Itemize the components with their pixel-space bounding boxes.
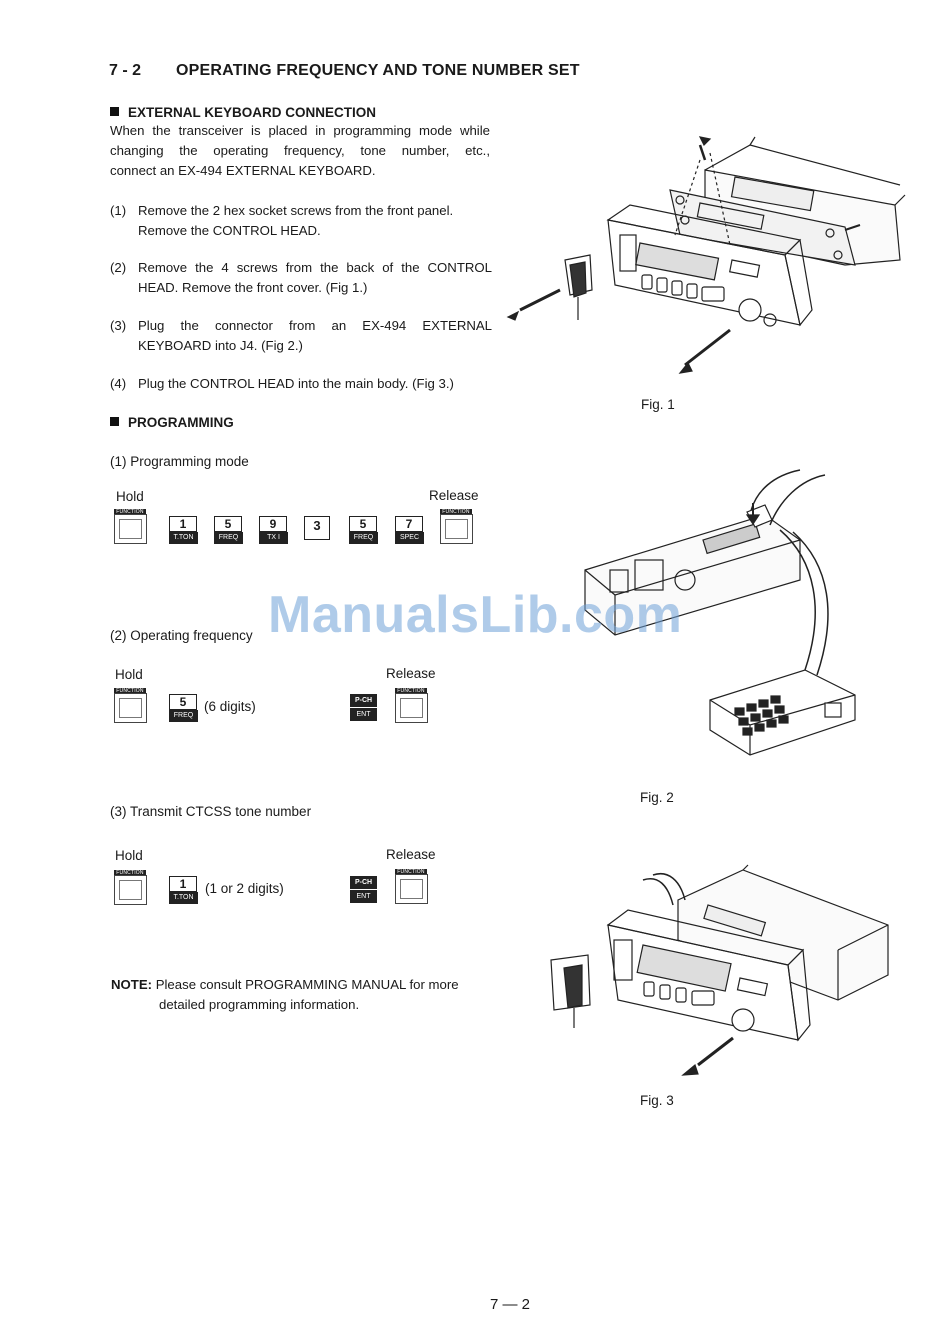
function-key-tag: FUNCTION <box>114 688 146 695</box>
key-label: 9 <box>259 516 287 532</box>
intro-line-3: connect an EX-494 EXTERNAL KEYBOARD. <box>110 163 376 178</box>
step-2-line-2: HEAD. Remove the front cover. (Fig 1.) <box>138 280 368 295</box>
fig1-label: Fig. 1 <box>641 397 675 412</box>
programming-mode-title: (1) Programming mode <box>110 454 249 469</box>
ctcss-title: (3) Transmit CTCSS tone number <box>110 804 312 819</box>
watermark: ManualsLib.com <box>268 586 683 644</box>
key-label: 5 <box>349 516 377 532</box>
note-label: NOTE: <box>111 977 153 992</box>
step-4-number: (4) <box>110 376 127 391</box>
key-label: 1 <box>169 516 197 532</box>
function-key-tag: FUNCTION <box>395 688 427 695</box>
step-2: (2) Remove the 4 screws from the back of… <box>110 258 492 295</box>
section-title: OPERATING FREQUENCY AND TONE NUMBER SET <box>176 62 580 79</box>
operating-frequency-title: (2) Operating frequency <box>110 628 253 643</box>
fig2-illustration <box>584 469 856 756</box>
function-key-release: FUNCTION <box>440 509 474 544</box>
key-5-freq-2: 5 FREQ <box>349 516 383 550</box>
bullet-square-icon <box>110 107 119 116</box>
step-3-line-1: Plug the connector from an EX-494 EXTERN… <box>138 318 492 333</box>
key-9-txi: 9 TX I <box>259 516 293 550</box>
step-1-line-1: Remove the 2 hex socket screws from the … <box>138 203 454 218</box>
key-label: P-CH <box>350 694 377 707</box>
step-1-number: (1) <box>110 203 127 218</box>
note-line-1: Please consult PROGRAMMING MANUAL for mo… <box>155 977 459 992</box>
function-key-release: FUNCTION <box>395 688 429 723</box>
fig3-label: Fig. 3 <box>640 1093 674 1108</box>
key-3: 3 <box>304 516 330 540</box>
programming-note: NOTE: Please consult PROGRAMMING MANUAL … <box>111 975 501 1015</box>
key-sublabel: FREQ <box>214 532 243 544</box>
step-1: (1) Remove the 2 hex socket screws from … <box>110 201 492 238</box>
key-sublabel: ENT <box>350 708 377 721</box>
key-1-tton: 1 T.TON <box>169 516 203 550</box>
pch-ent-key: P-CH ENT <box>350 876 384 910</box>
fig1-illustration <box>506 136 906 374</box>
key-sublabel: TX I <box>259 532 288 544</box>
key-label: 7 <box>395 516 423 532</box>
key-5-freq: 5 FREQ <box>214 516 248 550</box>
step-1-line-2: Remove the CONTROL HEAD. <box>138 223 321 238</box>
section-number: 7 - 2 <box>109 62 142 79</box>
key-sublabel: SPEC <box>395 532 424 544</box>
step-3-number: (3) <box>110 318 127 333</box>
programming-heading: PROGRAMMING <box>110 415 234 430</box>
step-2-line-1: Remove the 4 screws from the back of the… <box>138 260 492 275</box>
mode-hold-label: Hold <box>116 489 144 504</box>
fig3-illustration <box>550 864 889 1076</box>
external-intro: When the transceiver is placed in progra… <box>110 121 490 181</box>
key-5-freq: 5 FREQ <box>169 694 203 728</box>
bullet-square-icon <box>110 417 119 426</box>
external-heading-text: EXTERNAL KEYBOARD CONNECTION <box>128 105 377 120</box>
function-key: FUNCTION <box>114 688 148 723</box>
pch-ent-key: P-CH ENT <box>350 694 384 728</box>
step-2-number: (2) <box>110 260 127 275</box>
function-key-release: FUNCTION <box>395 869 429 904</box>
function-key-tag: FUNCTION <box>114 870 146 877</box>
key-label: 1 <box>169 876 197 892</box>
freq-hold-label: Hold <box>115 667 143 682</box>
step-3-line-2: KEYBOARD into J4. (Fig 2.) <box>138 338 303 353</box>
freq-release-label: Release <box>386 666 436 681</box>
key-sublabel: T.TON <box>169 892 198 904</box>
key-sublabel: T.TON <box>169 532 198 544</box>
step-4: (4) Plug the CONTROL HEAD into the main … <box>110 374 492 394</box>
key-label: 5 <box>214 516 242 532</box>
page-number: 7 — 2 <box>490 1296 531 1313</box>
function-key-tag: FUNCTION <box>395 869 427 876</box>
ctcss-hold-label: Hold <box>115 848 143 863</box>
function-key: FUNCTION <box>114 870 148 905</box>
key-7-spec: 7 SPEC <box>395 516 429 550</box>
freq-digits-note: (6 digits) <box>204 699 256 714</box>
key-sublabel: ENT <box>350 890 377 903</box>
function-key-tag: FUNCTION <box>114 509 146 516</box>
ctcss-release-label: Release <box>386 847 436 862</box>
step-3: (3) Plug the connector from an EX-494 EX… <box>110 316 492 353</box>
key-label: 5 <box>169 694 197 710</box>
function-key-tag: FUNCTION <box>440 509 472 516</box>
key-sublabel: FREQ <box>169 710 198 722</box>
note-line-2: detailed programming information. <box>159 997 360 1012</box>
mode-release-label: Release <box>429 488 479 503</box>
intro-line-1: When the transceiver is placed in progra… <box>110 123 490 138</box>
intro-line-2: changing the operating frequency, tone n… <box>110 143 490 158</box>
ctcss-digits-note: (1 or 2 digits) <box>205 881 284 896</box>
key-label: P-CH <box>350 876 377 889</box>
key-sublabel: FREQ <box>349 532 378 544</box>
programming-heading-text: PROGRAMMING <box>128 415 234 430</box>
external-keyboard-heading: EXTERNAL KEYBOARD CONNECTION <box>110 105 376 120</box>
fig2-label: Fig. 2 <box>640 790 674 805</box>
key-1-tton: 1 T.TON <box>169 876 203 910</box>
step-4-line-1: Plug the CONTROL HEAD into the main body… <box>138 376 454 391</box>
function-key: FUNCTION <box>114 509 148 544</box>
